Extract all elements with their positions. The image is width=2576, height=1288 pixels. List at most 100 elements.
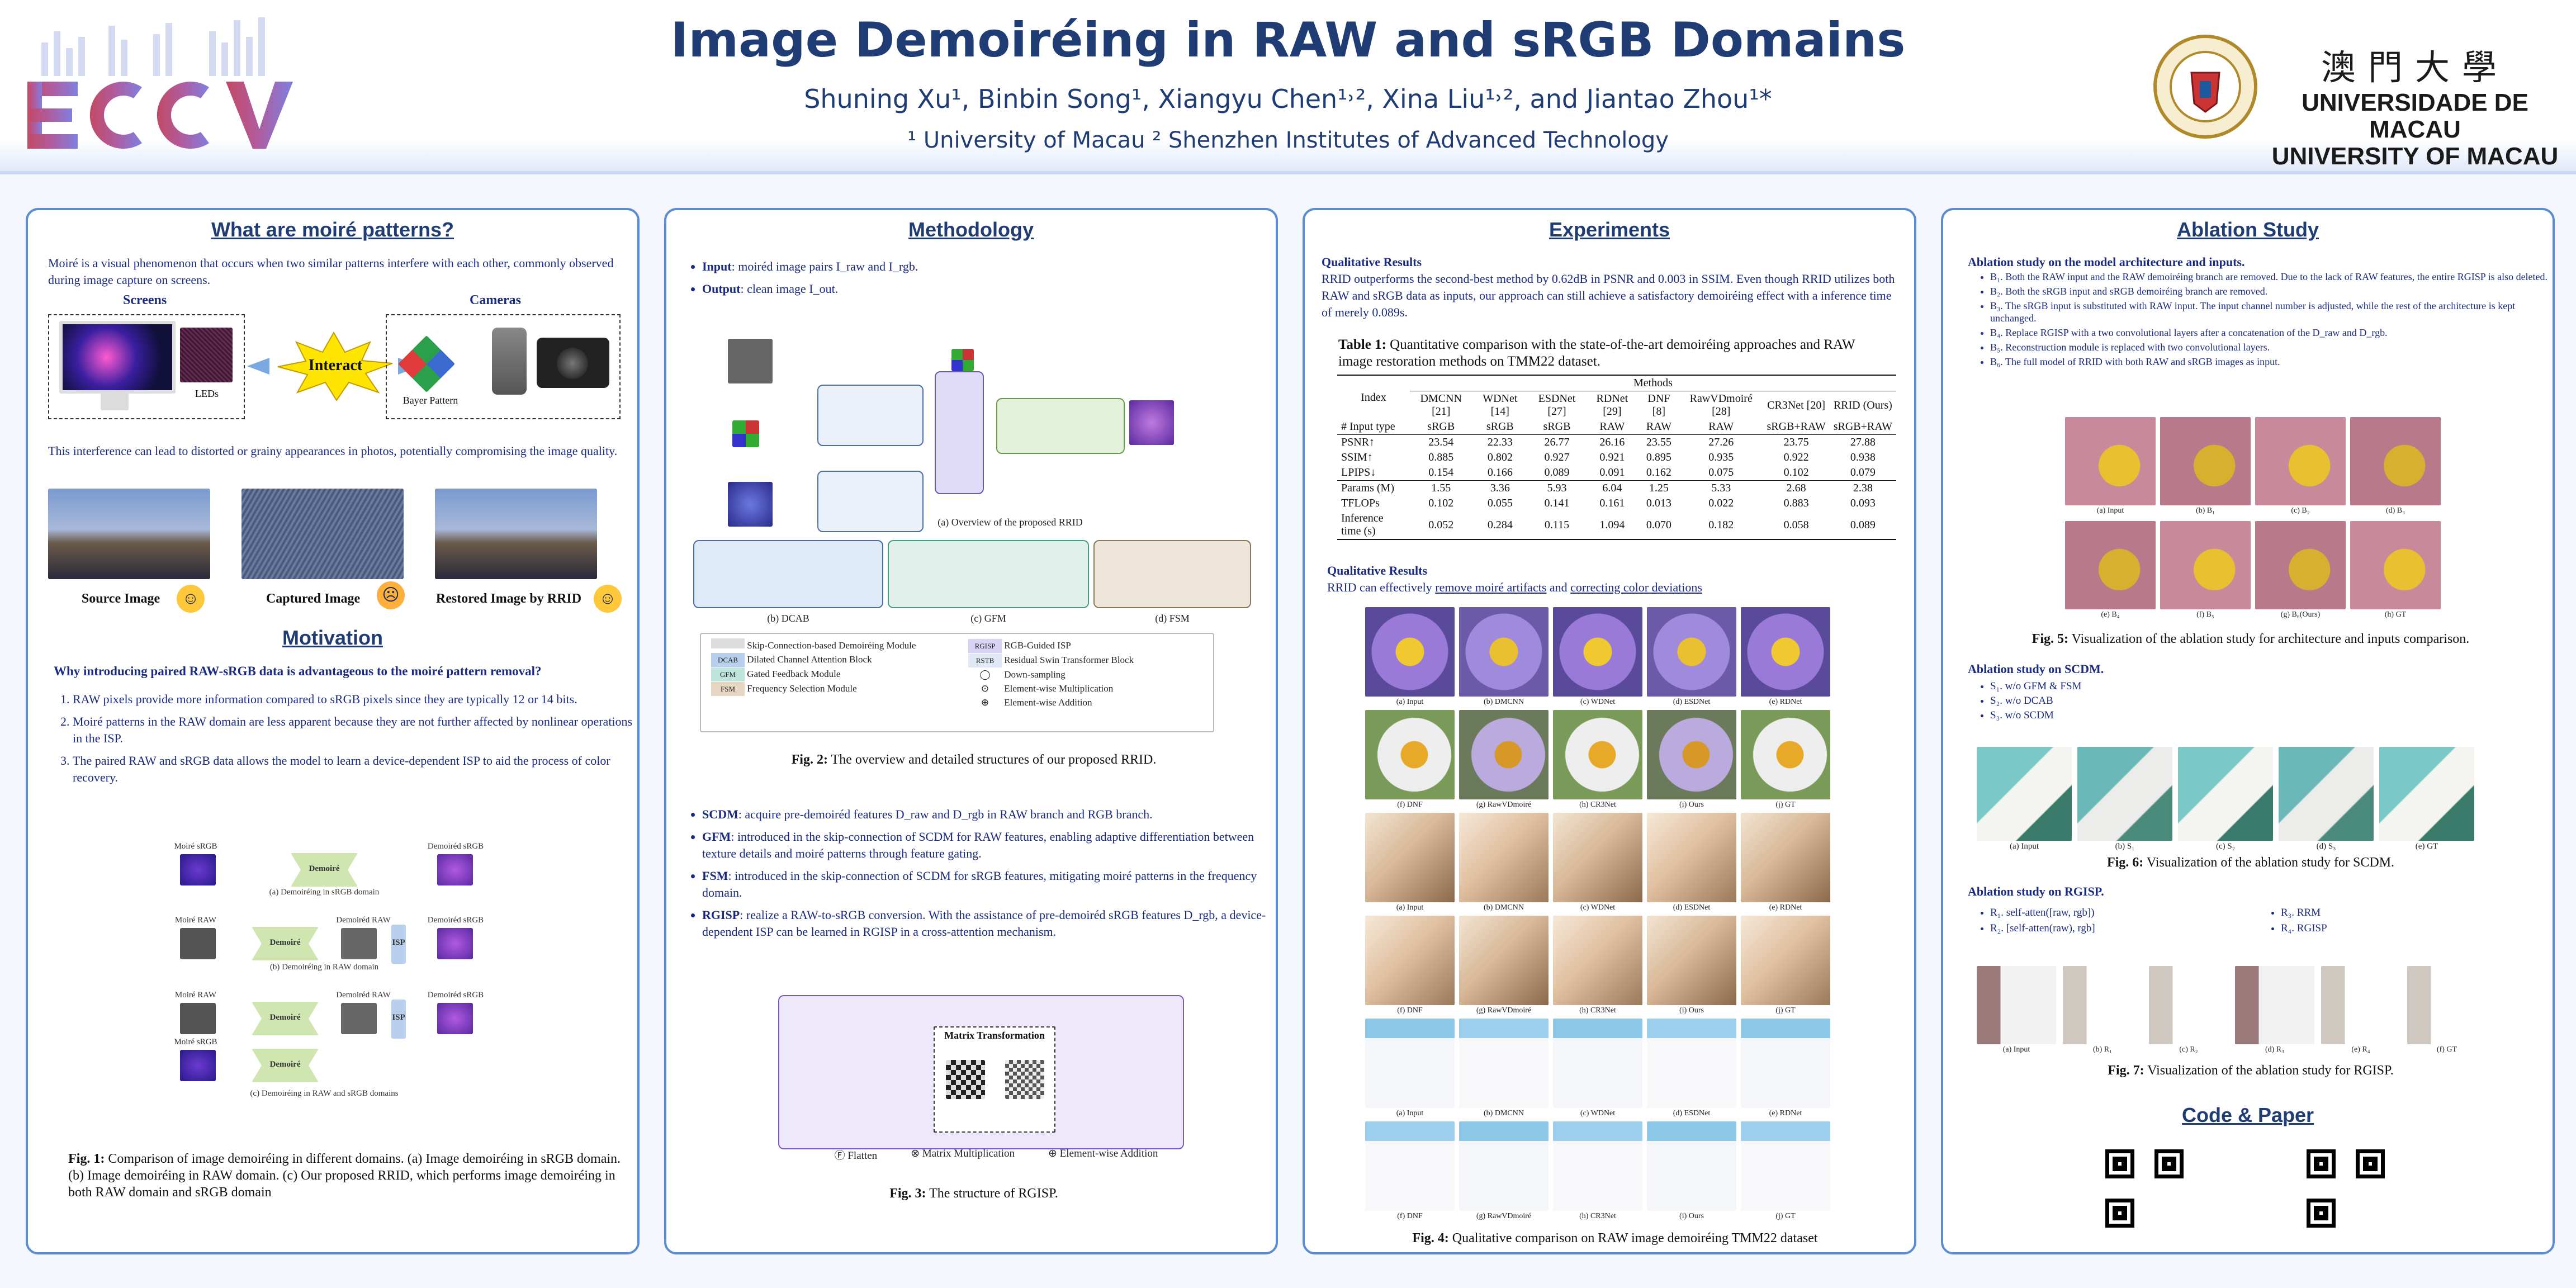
fig5-image: [2065, 521, 2156, 609]
fig4-image: [1459, 607, 1549, 697]
led-texture: [180, 328, 233, 382]
fig1b-caption: (b) Demoiréing in RAW domain: [269, 963, 379, 972]
arch-item: B₅. Reconstruction module is replaced wi…: [1990, 341, 2549, 353]
cameras-box: [386, 314, 621, 419]
b-output-image: [437, 928, 473, 959]
fig4-image: [1741, 607, 1830, 697]
table-cell: 0.102: [1783, 466, 1809, 479]
interact-label: Interact: [308, 357, 363, 374]
table-row-header: TFLOPs: [1341, 497, 1380, 509]
table-cell: 0.935: [1708, 451, 1734, 463]
table-cell: 27.88: [1850, 436, 1876, 448]
fig5-image: [2350, 521, 2441, 609]
table-cell: 0.802: [1487, 451, 1513, 463]
fig4-label: (a) Input: [1396, 903, 1424, 912]
fig1-text: Comparison of image demoiréing in differ…: [68, 1152, 621, 1200]
section-title-ablation: Ablation Study: [2177, 218, 2319, 241]
table-cell: 0.102: [1428, 497, 1454, 509]
code-qr-icon[interactable]: [2105, 1149, 2184, 1228]
table-cell: 26.77: [1544, 436, 1570, 448]
gfm-caption: (c) GFM: [970, 613, 1006, 624]
fig4-image: [1647, 1121, 1736, 1211]
fig5-label: (a) Input: [2096, 506, 2124, 515]
table-col-header: RRID (Ours): [1833, 399, 1892, 411]
legend-flatten: Ⓕ Flatten: [834, 1150, 878, 1162]
table-col-header: CR3Net [20]: [1767, 399, 1826, 411]
fig6-image: [1977, 747, 2072, 841]
table-row-header: Inference time (s): [1341, 512, 1384, 537]
cameras-label: Cameras: [470, 293, 521, 307]
fig6-label: (b) S₁: [2115, 842, 2135, 851]
authors: Shuning Xu¹, Binbin Song¹, Xiangyu Chen¹…: [804, 84, 1772, 114]
table-cell: 5.33: [1711, 482, 1731, 494]
fig4-image: [1365, 916, 1455, 1005]
fig2-text: The overview and detailed structures of …: [831, 752, 1157, 767]
reconstruction-block: [996, 398, 1125, 454]
fig7-image: [2063, 966, 2142, 1044]
fig4-image: [1647, 813, 1736, 902]
table-cell: 0.154: [1428, 466, 1454, 479]
fig7-label: (c) R₂: [2179, 1045, 2198, 1054]
scdm-ablation-list: S₁. w/o GFM & FSM S₂. w/o DCAB S₃. w/o S…: [1971, 680, 2081, 723]
remove-moire-link: remove moiré artifacts: [1435, 580, 1547, 594]
fig5-label: (e) B₄: [2101, 610, 2120, 619]
monitor-stand: [101, 390, 129, 410]
rgb-input-thumb: [728, 482, 773, 527]
a-output-image: [437, 854, 473, 886]
fig4-image: [1459, 916, 1549, 1005]
legend-item-add: ⊕ Element-wise Addition: [981, 697, 1092, 708]
output-item: Output: clean image I_out.: [702, 281, 1278, 297]
table-cell: 0.885: [1428, 451, 1454, 463]
qualitative-title: Qualitative Results: [1322, 255, 1422, 269]
matrix-transform-title: Matrix Transformation: [944, 1030, 1045, 1041]
legend-item-rgisp: RGISP RGB-Guided ISP: [968, 638, 1134, 653]
overview-caption: (a) Overview of the proposed RRID: [937, 517, 1083, 528]
poster-title: Image Demoiréing in RAW and sRGB Domains: [670, 12, 1906, 68]
fig4-label: (j) GT: [1775, 801, 1796, 809]
b-output-label: Demoiréd sRGB: [427, 916, 484, 925]
fig4-image: [1459, 710, 1549, 799]
b-input-image: [180, 928, 216, 959]
table-cell: 0.089: [1850, 518, 1876, 531]
table-cell: 23.75: [1783, 436, 1809, 448]
scdm-item: S₂. w/o DCAB: [1990, 694, 2081, 708]
c-input1-label: Moiré RAW: [174, 991, 217, 1000]
fig6-text: Visualization of the ablation study for …: [2146, 855, 2395, 870]
fig4-image: [1741, 710, 1830, 799]
interference-text: This interference can lead to distorted …: [48, 444, 618, 458]
paper-qr-icon[interactable]: [2307, 1149, 2385, 1228]
table-cell: sRGB: [1486, 420, 1514, 433]
university-name-zh: 澳門大學: [2321, 47, 2509, 88]
table-cell: sRGB+RAW: [1833, 420, 1892, 433]
fig4-label: (f) DNF: [1397, 801, 1423, 809]
table-cell: 0.895: [1646, 451, 1671, 463]
fig5-label: (c) B₂: [2291, 506, 2310, 515]
legend-right: RGISP RGB-Guided ISP RSTB Residual Swin …: [968, 638, 1134, 709]
module-item-gfm: GFM: introduced in the skip-connection o…: [702, 828, 1278, 862]
table-cell: 23.54: [1428, 436, 1454, 448]
table-cell: 0.182: [1708, 518, 1734, 531]
table-col-header: DMCNN [21]: [1420, 392, 1462, 418]
results-table: Index Methods DMCNN [21] WDNet [14] ESDN…: [1337, 375, 1896, 540]
fig7-label: (d) R₃: [2265, 1045, 2285, 1054]
fig6-image: [2178, 747, 2273, 841]
b-mid-label: Demoiréd RAW: [336, 916, 391, 925]
fig4-image: [1647, 1019, 1736, 1108]
a-demoire-block: [291, 853, 358, 887]
table-row-header: LPIPS↓: [1341, 466, 1376, 479]
table-cell: 1.55: [1431, 482, 1451, 494]
table1-label: Table 1:: [1338, 337, 1386, 352]
c-output-label: Demoiréd sRGB: [427, 991, 484, 1000]
fig4-image: [1553, 1121, 1642, 1211]
table-row-header: PSNR↑: [1341, 436, 1375, 448]
header-divider: [0, 171, 2576, 174]
fig4-image: [1459, 813, 1549, 902]
panel-moire-intro: What are moiré patterns? Moiré is a visu…: [26, 208, 640, 1254]
fig4-image: [1365, 710, 1455, 799]
university-seal-icon: [2153, 35, 2257, 139]
fig5-caption: Fig. 5: Visualization of the ablation st…: [1966, 632, 2536, 647]
table-cell: 0.055: [1487, 497, 1513, 509]
table-cell: 5.93: [1547, 482, 1567, 494]
input-item: Input: moiréd image pairs I_raw and I_rg…: [702, 258, 1278, 275]
